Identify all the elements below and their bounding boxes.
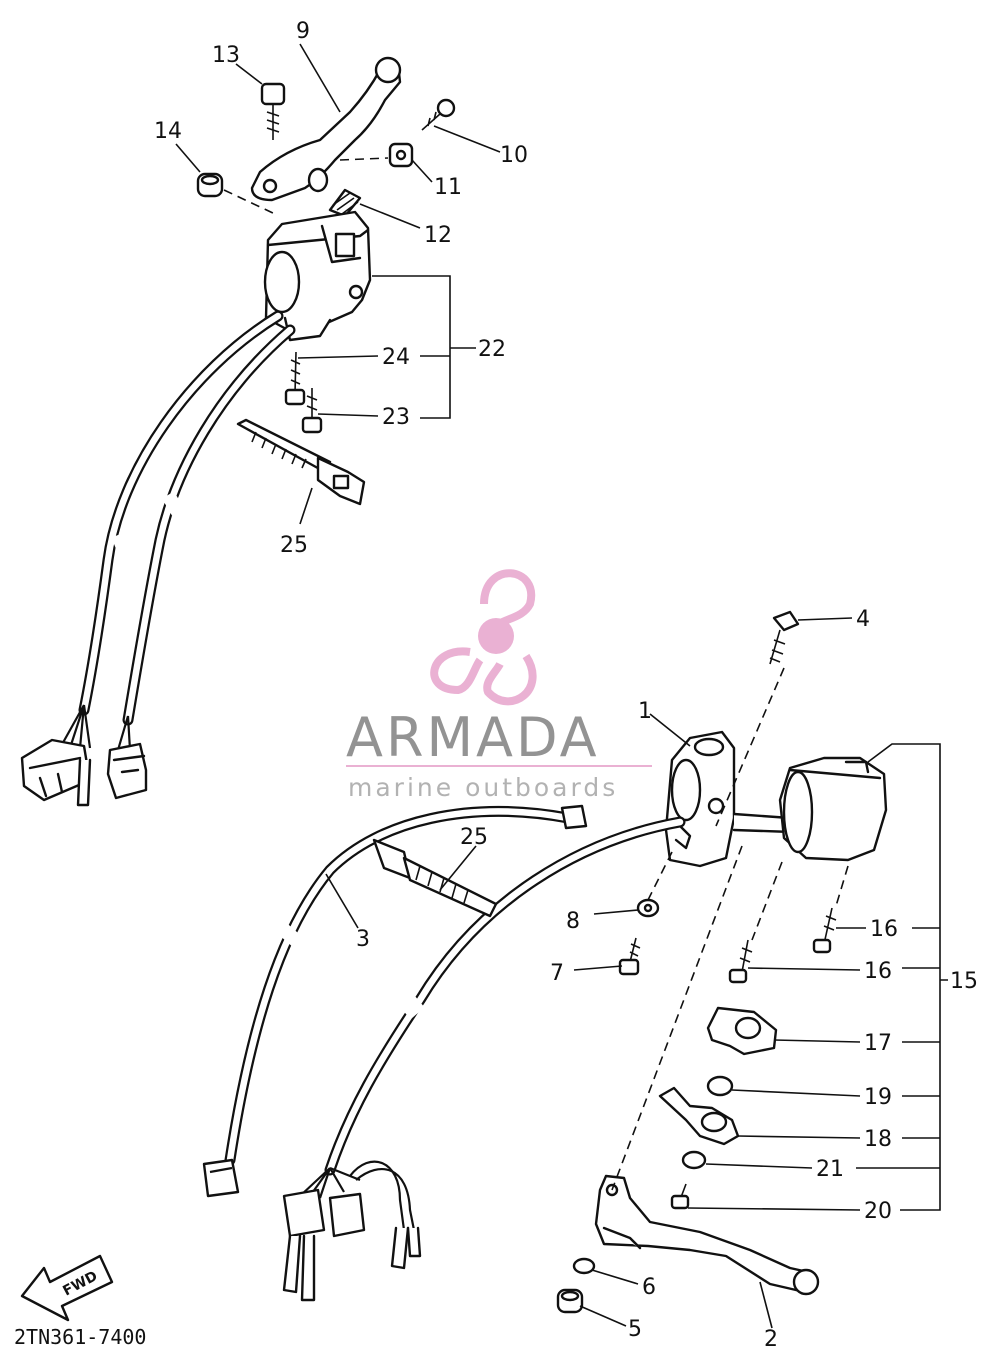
holder-screw	[618, 937, 641, 976]
assembly-guide-line	[611, 845, 743, 1191]
assembly-guide-line	[751, 861, 783, 941]
adjuster-screw	[421, 98, 456, 131]
lever-washer	[572, 1257, 596, 1275]
watermark-tagline: marine outboards	[348, 773, 618, 802]
callout-1: 1	[638, 699, 652, 724]
callout-24: 24	[382, 345, 410, 370]
callout-2: 2	[764, 1327, 778, 1352]
right-switch-harness	[282, 816, 686, 1302]
washer	[681, 1150, 707, 1170]
cable-tie	[372, 838, 498, 918]
cable	[202, 804, 588, 1198]
lever-pivot-bolt	[260, 82, 286, 140]
callout-16-upper: 16	[870, 917, 898, 942]
callout-11: 11	[434, 175, 462, 200]
switch-screw	[728, 939, 753, 984]
callout-7: 7	[550, 961, 564, 986]
callout-3: 3	[356, 927, 370, 952]
switch-screw-long	[284, 351, 306, 406]
switch-screw-short	[301, 388, 323, 434]
callout-25-upper: 25	[280, 533, 308, 558]
callout-14: 14	[154, 119, 182, 144]
armada-logo: ARMADA marine outboards	[346, 569, 652, 802]
callout-leaders	[175, 43, 948, 1329]
diagram-code: 2TN361-7400	[14, 1325, 146, 1349]
cable-tie	[236, 418, 366, 506]
lever-nut	[556, 1288, 584, 1314]
callout-6: 6	[642, 1275, 656, 1300]
callout-16-lower: 16	[864, 959, 892, 984]
callout-17: 17	[864, 1031, 892, 1056]
callout-9: 9	[296, 19, 310, 44]
callout-18: 18	[864, 1127, 892, 1152]
callout-10: 10	[500, 143, 528, 168]
watermark-brand: ARMADA	[346, 706, 600, 769]
switch-cam	[706, 1006, 778, 1056]
lever-nut	[196, 172, 224, 198]
washer	[706, 1075, 734, 1097]
right-handlebar-switch	[778, 756, 888, 862]
lever-holder	[664, 730, 794, 868]
callout-5: 5	[628, 1317, 642, 1342]
callout-22: 22	[478, 337, 506, 362]
assembly-guide-line	[647, 851, 673, 901]
callout-8: 8	[566, 909, 580, 934]
assembly-guide-line	[339, 157, 389, 161]
small-screw	[670, 1183, 690, 1210]
switch-plate	[658, 1086, 740, 1146]
brake-lever	[594, 1174, 820, 1296]
callout-25-lower: 25	[460, 825, 488, 850]
assembly-guide-line	[715, 667, 785, 827]
callout-12: 12	[424, 223, 452, 248]
forward-arrow-icon: FWD	[20, 1254, 114, 1322]
holder-bolt	[769, 610, 800, 665]
switch-screw	[812, 907, 837, 954]
adjuster-nut	[388, 142, 414, 168]
callout-13: 13	[212, 43, 240, 68]
callout-15: 15	[950, 969, 978, 994]
clutch-lever	[250, 56, 402, 202]
left-switch-harness	[20, 310, 296, 807]
assembly-guide-line	[835, 865, 849, 907]
callout-20: 20	[864, 1199, 892, 1224]
left-handlebar-switch	[263, 210, 372, 342]
callout-19: 19	[864, 1085, 892, 1110]
propeller-icon	[430, 569, 537, 706]
callout-23: 23	[382, 405, 410, 430]
callout-4: 4	[856, 607, 870, 632]
assembly-guide-line	[223, 189, 276, 215]
holder-nut	[636, 898, 660, 918]
callout-21: 21	[816, 1157, 844, 1182]
